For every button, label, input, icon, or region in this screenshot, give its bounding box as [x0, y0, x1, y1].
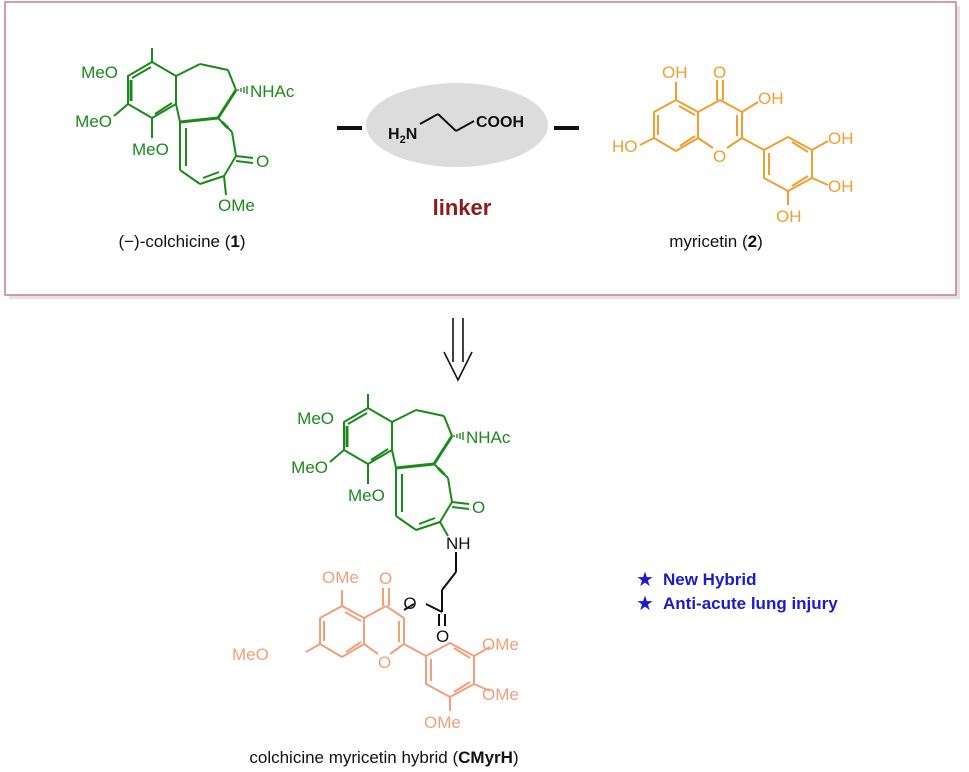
hybrid-nhac-hash: [453, 432, 464, 440]
hybrid-ome5-label: OMe: [322, 568, 359, 587]
hybrid-ome4p-label: OMe: [482, 685, 519, 704]
linker-amine-label: H2N: [388, 126, 417, 146]
hybrid-myricetin-labels: OMe O MeO O OMe OMe OMe: [232, 568, 519, 732]
hybrid-meo-label-1: MeO: [297, 409, 334, 428]
myricetin-ho7-label: HO: [612, 137, 638, 156]
myricetin-ring-o-label: O: [713, 147, 726, 166]
hybrid-caption: colchicine myricetin hybrid (CMyrH): [249, 748, 518, 767]
myricetin-atom-labels: OH O OH HO O OH OH OH: [612, 63, 854, 226]
colchicine-nhac-label: NHAc: [250, 82, 295, 101]
hybrid-chromone-o-label: O: [379, 569, 392, 588]
hybrid-colchicine-labels: MeO MeO MeO NHAc O: [291, 409, 511, 517]
star-icon: ★: [636, 569, 654, 591]
hybrid-linker-part: [403, 552, 457, 626]
myricetin-oh5p-label: OH: [776, 207, 802, 226]
linker-acid-label: COOH: [476, 114, 524, 131]
myricetin-oh4p-label: OH: [828, 177, 854, 196]
myricetin-oh5-label: OH: [662, 63, 688, 82]
myricetin-oh3p-label: OH: [828, 129, 854, 148]
feature-list: ★ New Hybrid ★ Anti-acute lung injury: [636, 569, 838, 615]
myricetin-structure: [639, 80, 829, 205]
colchicine-caption: (−)-colchicine (1): [118, 232, 245, 251]
hybrid-ome3p-label: OMe: [482, 635, 519, 654]
hybrid-ester-o-label: O: [403, 594, 416, 613]
feature-anti-acute-lung-injury: Anti-acute lung injury: [663, 594, 838, 613]
colchicine-ome-label: OMe: [218, 196, 255, 215]
hybrid-carbonyl-o-label: O: [436, 627, 449, 646]
hybrid-ring-o-label: O: [378, 653, 391, 672]
colchicine-ketone-o-label: O: [256, 152, 269, 171]
hybrid-linker-labels: NH O O: [403, 534, 470, 646]
colchicine-atom-labels: MeO MeO MeO NHAc O OMe: [75, 63, 295, 215]
colchicine-structure: [113, 48, 254, 196]
hybrid-colchicine-part: [329, 394, 470, 537]
myricetin-oh3-label: OH: [758, 89, 784, 108]
hybrid-myricetin-part: [305, 588, 491, 711]
linker-label: linker: [433, 195, 492, 220]
hybrid-nh-label: NH: [446, 534, 471, 553]
myricetin-ketone-o-label: O: [713, 63, 726, 82]
star-icon: ★: [636, 593, 654, 615]
colchicine-meo-label-1: MeO: [81, 63, 118, 82]
linker-ellipse: [366, 83, 548, 167]
hybrid-ketone-o-label: O: [472, 498, 485, 517]
hybrid-nhac-label: NHAc: [466, 428, 511, 447]
myricetin-caption: myricetin (2): [669, 232, 763, 251]
feature-new-hybrid: New Hybrid: [663, 570, 757, 589]
colchicine-nhac-hash: [237, 86, 248, 94]
colchicine-meo-label-2: MeO: [75, 112, 112, 131]
linker-structure: [419, 113, 475, 132]
hybrid-ome5p-label: OMe: [424, 713, 461, 732]
colchicine-meo-label-3: MeO: [132, 140, 169, 159]
hybrid-meo-label-3: MeO: [348, 486, 385, 505]
hybrid-meo7-label: MeO: [232, 645, 269, 664]
hybrid-meo-label-2: MeO: [291, 458, 328, 477]
retrosynthesis-arrow: [443, 318, 473, 382]
